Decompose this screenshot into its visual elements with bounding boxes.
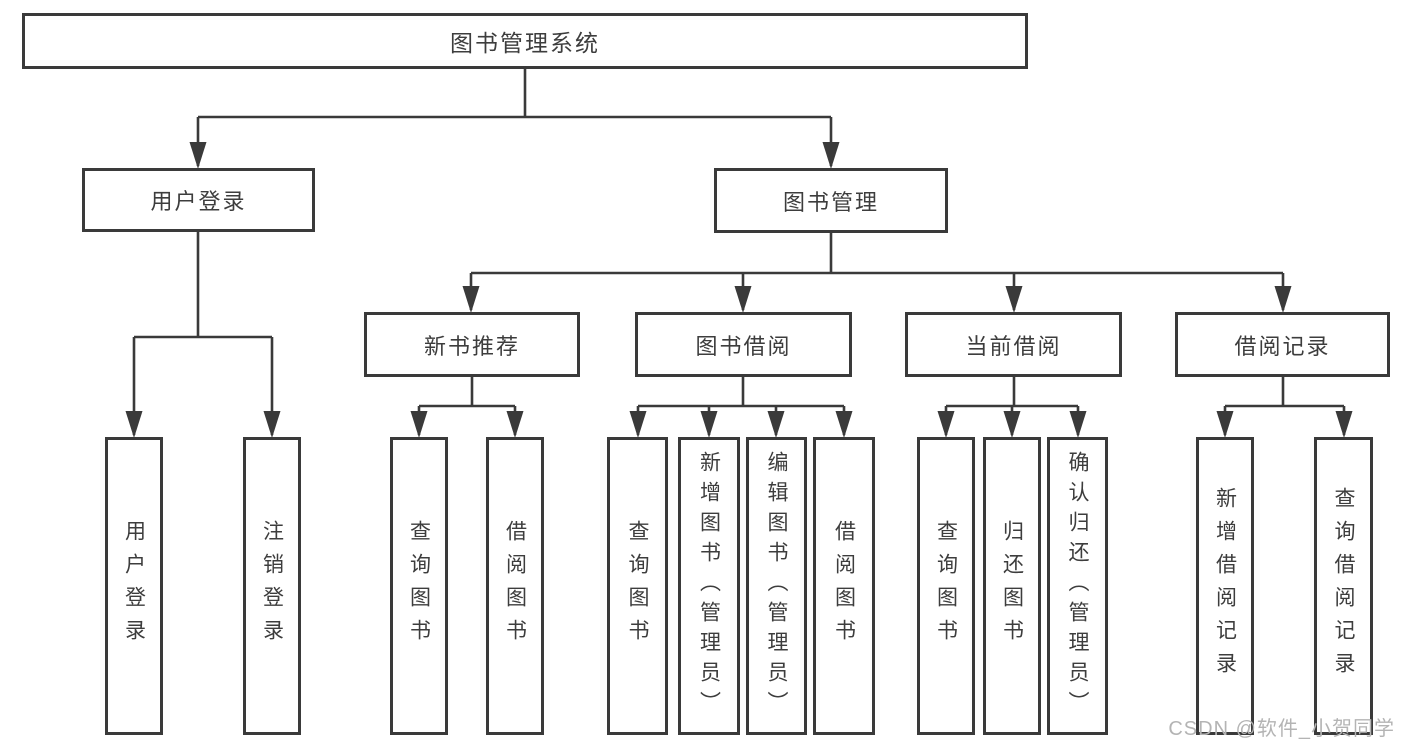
node-book-borrow: 图书借阅 — [635, 312, 852, 377]
leaf-nbr-query-books: 查询图书 — [390, 437, 448, 735]
node-book-mgmt: 图书管理 — [714, 168, 948, 233]
watermark: CSDN @软件_小贺同学 — [1168, 718, 1395, 740]
node-current-borrow: 当前借阅 — [905, 312, 1122, 377]
leaf-br-query-record: 查询借阅记录 — [1314, 437, 1373, 735]
leaf-nbr-borrow-books: 借阅图书 — [486, 437, 544, 735]
leaf-logout: 注销登录 — [243, 437, 301, 735]
node-book-mgmt-label: 图书管理 — [782, 189, 879, 215]
leaf-bb-borrow-books-label: 借阅图书 — [832, 520, 856, 652]
leaf-bb-add-books-admin: 新增图书（管理员） — [678, 437, 740, 735]
leaf-cb-query-books: 查询图书 — [917, 437, 975, 735]
leaf-br-query-record-label: 查询借阅记录 — [1332, 487, 1355, 685]
node-user-login: 用户登录 — [82, 168, 315, 232]
leaf-bb-borrow-books: 借阅图书 — [813, 437, 875, 735]
leaf-bb-query-books: 查询图书 — [607, 437, 668, 735]
node-user-login-label: 用户登录 — [150, 189, 247, 214]
node-new-book-rec: 新书推荐 — [364, 312, 580, 377]
leaf-nbr-borrow-books-label: 借阅图书 — [503, 520, 527, 652]
leaf-br-add-record-label: 新增借阅记录 — [1213, 487, 1237, 685]
node-current-borrow-label: 当前借阅 — [965, 333, 1062, 359]
leaf-cb-return-books: 归还图书 — [983, 437, 1041, 735]
node-root: 图书管理系统 — [22, 13, 1028, 69]
leaf-user-login: 用户登录 — [105, 437, 163, 735]
leaf-bb-query-books-label: 查询图书 — [626, 520, 649, 652]
node-borrow-records-label: 借阅记录 — [1234, 333, 1331, 359]
leaf-bb-add-books-admin-label: 新增图书（管理员） — [697, 451, 721, 721]
leaf-cb-query-books-label: 查询图书 — [934, 520, 958, 652]
leaf-logout-label: 注销登录 — [260, 520, 284, 652]
leaf-bb-edit-books-admin-label: 编辑图书（管理员） — [765, 451, 788, 721]
node-new-book-rec-label: 新书推荐 — [423, 333, 520, 359]
leaf-cb-confirm-return-admin: 确认归还（管理员） — [1047, 437, 1108, 735]
node-root-label: 图书管理系统 — [450, 30, 600, 56]
leaf-user-login-label: 用户登录 — [122, 520, 146, 652]
leaf-br-add-record: 新增借阅记录 — [1196, 437, 1254, 735]
node-borrow-records: 借阅记录 — [1175, 312, 1390, 377]
leaf-cb-confirm-return-admin-label: 确认归还（管理员） — [1066, 451, 1089, 721]
leaf-cb-return-books-label: 归还图书 — [1000, 520, 1024, 652]
node-book-borrow-label: 图书借阅 — [695, 333, 792, 359]
leaf-nbr-query-books-label: 查询图书 — [407, 520, 431, 652]
leaf-bb-edit-books-admin: 编辑图书（管理员） — [746, 437, 807, 735]
